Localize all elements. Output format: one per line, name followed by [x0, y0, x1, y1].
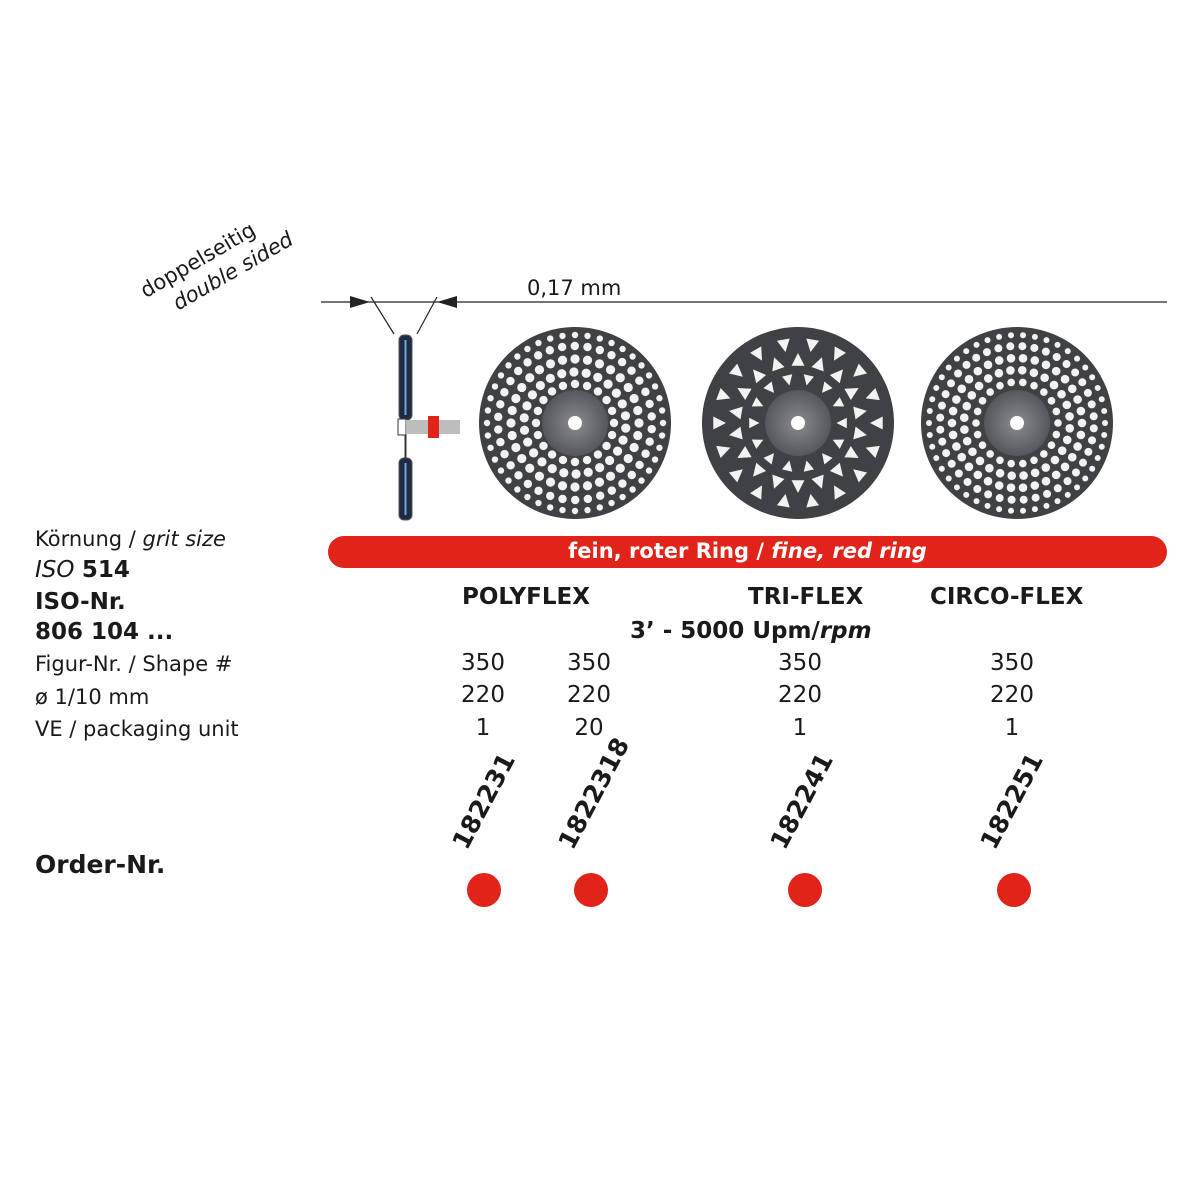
col4-diameter: 220	[990, 682, 1034, 708]
col1-red-ring-indicator	[467, 873, 501, 907]
col4-packaging: 1	[1004, 715, 1020, 741]
col1-shape: 350	[461, 650, 505, 676]
col2-shape: 350	[567, 650, 611, 676]
triflex-disc-image	[702, 327, 894, 519]
thickness-dimension-line	[321, 296, 1167, 335]
iso-code-label: 806 104 ...	[35, 619, 174, 645]
col1-diameter: 220	[461, 682, 505, 708]
diameter-label: ø 1/10 mm	[35, 685, 150, 709]
grit-label-de: Körnung /	[35, 527, 143, 551]
col3-red-ring-indicator	[788, 873, 822, 907]
col2-red-ring-indicator	[574, 873, 608, 907]
speed-unit: rpm	[819, 618, 872, 644]
shape-label: Figur-Nr. / Shape #	[35, 652, 233, 676]
disc-side-view	[397, 334, 460, 521]
grit-label-en: grit size	[142, 527, 226, 551]
iso-number: 514	[81, 557, 130, 583]
circoflex-disc-image	[921, 327, 1113, 519]
col4-red-ring-indicator	[997, 873, 1031, 907]
product-name-circoflex: CIRCO-FLEX	[930, 584, 1084, 610]
polyflex-disc-image	[479, 327, 671, 519]
grit-bar-de: fein, roter Ring /	[568, 539, 772, 563]
product-name-polyflex: POLYFLEX	[462, 584, 590, 610]
order-label: Order-Nr.	[35, 850, 166, 879]
iso-label: ISO 514	[35, 557, 130, 583]
col2-packaging: 20	[574, 715, 604, 741]
col3-shape: 350	[778, 650, 822, 676]
grit-bar: fein, roter Ring / fine, red ring	[328, 536, 1167, 568]
speed-label: 3’ - 5000 Upm/rpm	[630, 618, 872, 644]
col2-diameter: 220	[567, 682, 611, 708]
speed-value: 3’ - 5000 Upm/	[630, 618, 820, 644]
thickness-label: 0,17 mm	[527, 276, 622, 300]
grit-bar-en: fine, red ring	[771, 539, 927, 563]
iso-prefix: ISO	[35, 557, 75, 583]
col4-shape: 350	[990, 650, 1034, 676]
packaging-label: VE / packaging unit	[35, 717, 239, 741]
grit-label: Körnung / grit size	[35, 527, 226, 551]
product-name-triflex: TRI-FLEX	[748, 584, 864, 610]
col1-packaging: 1	[475, 715, 491, 741]
iso-nr-label: ISO-Nr.	[35, 589, 126, 615]
col3-packaging: 1	[792, 715, 808, 741]
col3-diameter: 220	[778, 682, 822, 708]
